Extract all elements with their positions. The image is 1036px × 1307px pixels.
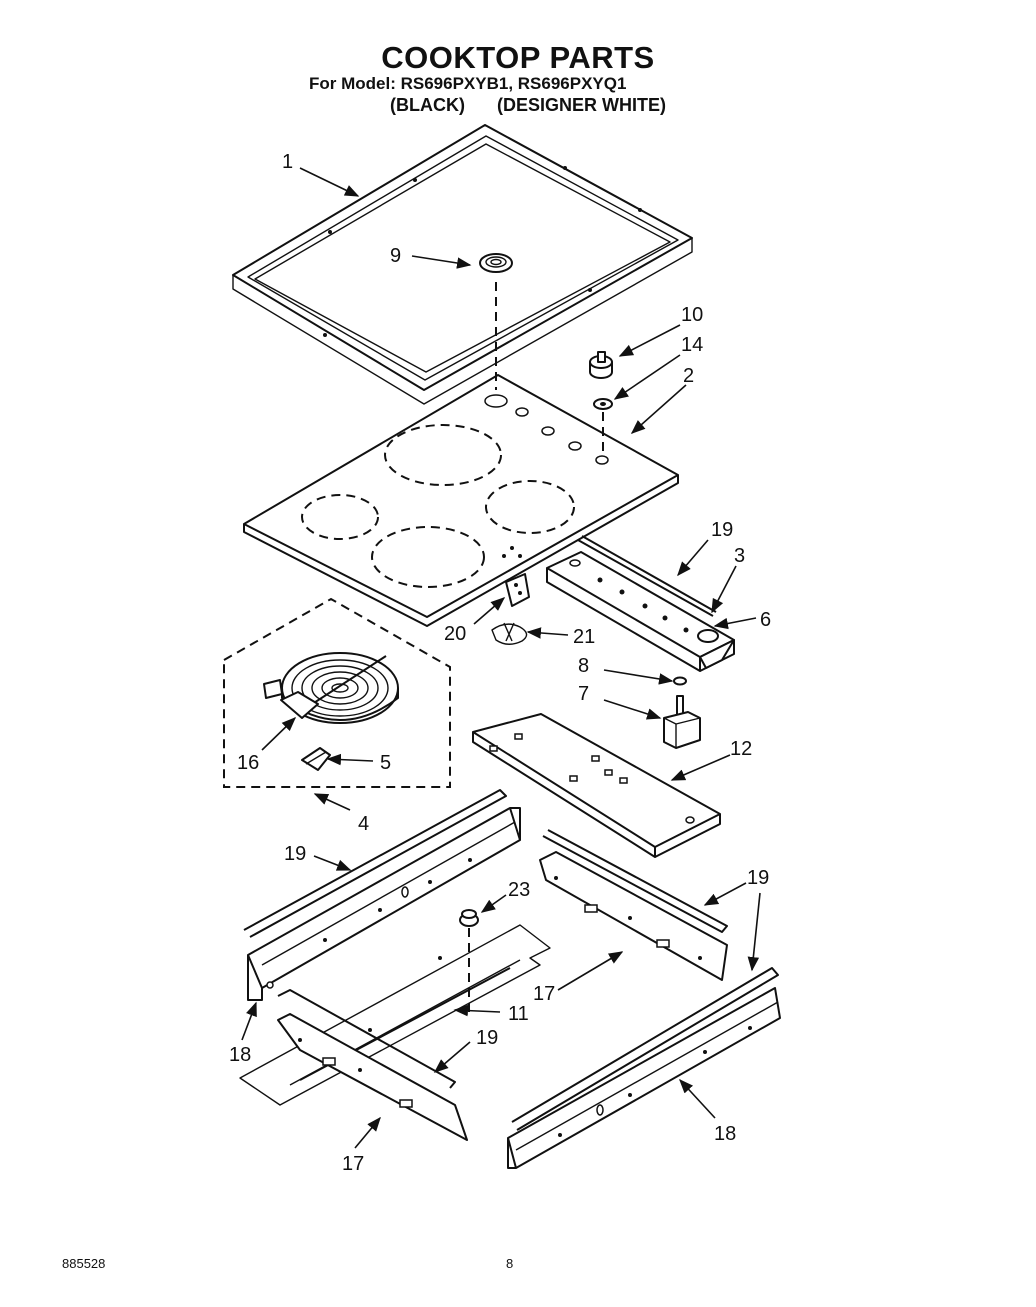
model-subtitle: For Model: RS696PXYB1, RS696PXYQ1 [309, 74, 627, 93]
glass-cooktop-part [243, 374, 679, 627]
callout-8: 8 [578, 655, 589, 677]
callout-9: 9 [390, 245, 401, 267]
callout-4: 4 [358, 813, 369, 835]
control-knob-part [589, 351, 613, 379]
mounting-bracket-part [505, 573, 530, 607]
page-title: COOKTOP PARTS [381, 40, 655, 75]
callout-12: 12 [730, 738, 752, 760]
variant-black-label: (BLACK) [390, 95, 465, 115]
callout-10: 10 [681, 304, 703, 326]
callout-17-front: 17 [342, 1153, 364, 1175]
callout-19-right-a: 19 [747, 867, 769, 889]
right-upper-rail-part [539, 829, 728, 981]
leader-lines [241, 167, 761, 1149]
callout-21: 21 [573, 626, 595, 648]
callout-16: 16 [237, 752, 259, 774]
callout-6: 6 [760, 609, 771, 631]
knob-spacer-part [593, 398, 613, 455]
callout-19-top: 19 [711, 519, 733, 541]
washer-part [673, 676, 687, 686]
cover-plate-part [472, 713, 721, 858]
callout-14: 14 [681, 334, 703, 356]
pan-grommet-part [459, 909, 479, 1015]
callout-23: 23 [508, 879, 530, 901]
callout-2: 2 [683, 365, 694, 387]
right-lower-rail-part [507, 967, 781, 1169]
left-side-rail-part [243, 789, 521, 1001]
callout-5: 5 [380, 752, 391, 774]
callout-17-right: 17 [533, 983, 555, 1005]
infinite-switch-part [663, 695, 701, 749]
variant-white-label: (DESIGNER WHITE) [497, 95, 666, 115]
callout-1: 1 [282, 151, 293, 173]
page-number: 8 [506, 1256, 514, 1271]
grommet-part [479, 253, 513, 390]
element-clip-part [301, 747, 331, 771]
callout-11: 11 [508, 1003, 529, 1025]
trim-frame-part [232, 124, 693, 405]
document-number: 885528 [62, 1256, 106, 1271]
element-assembly-box [223, 597, 451, 788]
radiant-element-part [263, 652, 399, 724]
callout-20: 20 [444, 623, 466, 645]
callout-19-front: 19 [476, 1027, 498, 1049]
callout-18-right: 18 [714, 1123, 736, 1145]
front-rail-part [277, 989, 468, 1141]
wire-clip-part [491, 622, 528, 645]
callout-7: 7 [578, 683, 589, 705]
callout-3: 3 [734, 545, 745, 567]
callout-18-left: 18 [229, 1044, 251, 1066]
callout-19-left: 19 [284, 843, 306, 865]
control-bracket-part [546, 535, 735, 672]
